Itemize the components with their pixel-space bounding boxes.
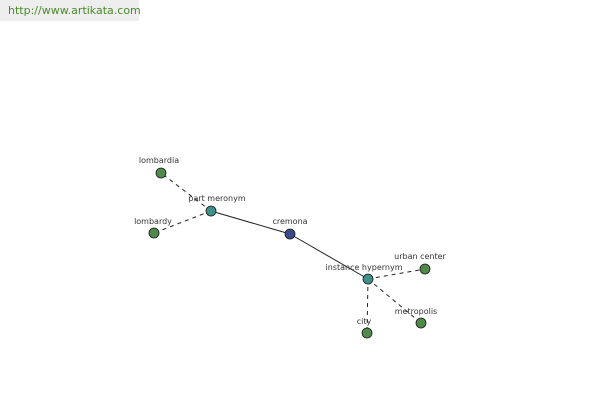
edge-instance-hypernym-city (366, 278, 369, 334)
node-circle-urban-center[interactable] (419, 263, 431, 275)
node-city[interactable]: city (357, 317, 373, 339)
node-label-metropolis: metropolis (395, 307, 437, 316)
node-label-lombardy: lombardy (134, 217, 172, 226)
node-label-lombardia: lombardia (139, 156, 179, 165)
edge-cremona-instance-hypernym (289, 233, 369, 280)
edge-instance-hypernym-urban-center (367, 268, 426, 280)
edge-instance-hypernym-metropolis (367, 278, 422, 324)
node-lombardy[interactable]: lombardy (134, 217, 172, 239)
node-label-instance-hypernym: instance hypernym (326, 263, 403, 272)
node-circle-part-meronym[interactable] (205, 205, 217, 217)
node-instance-hypernym[interactable]: instance hypernym (326, 263, 403, 285)
node-part-meronym[interactable]: part meronym (188, 194, 246, 217)
node-circle-city[interactable] (361, 327, 373, 339)
site-url-link[interactable]: http://www.artikata.com (8, 4, 141, 17)
node-label-urban-center: urban center (394, 252, 446, 261)
node-metropolis[interactable]: metropolis (395, 307, 437, 329)
node-label-part-meronym: part meronym (188, 194, 245, 203)
node-cremona[interactable]: cremona (272, 217, 308, 240)
url-banner: http://www.artikata.com (0, 0, 141, 21)
node-urban-center[interactable]: urban center (394, 252, 447, 275)
edge-part-meronym-lombardia (160, 172, 212, 212)
node-label-cremona: cremona (272, 217, 307, 226)
node-circle-instance-hypernym[interactable] (362, 273, 374, 285)
node-circle-lombardia[interactable] (155, 167, 167, 179)
nodes-layer: cremona part meronym instance hypernym lomb… (134, 156, 447, 339)
node-circle-lombardy[interactable] (148, 227, 160, 239)
edge-part-meronym-lombardy (153, 210, 212, 234)
node-label-city: city (357, 317, 372, 326)
node-circle-cremona[interactable] (284, 228, 296, 240)
edges-layer (153, 172, 426, 334)
edge-part-meronym-cremona (210, 210, 291, 235)
node-lombardia[interactable]: lombardia (139, 156, 179, 179)
node-circle-metropolis[interactable] (415, 317, 427, 329)
